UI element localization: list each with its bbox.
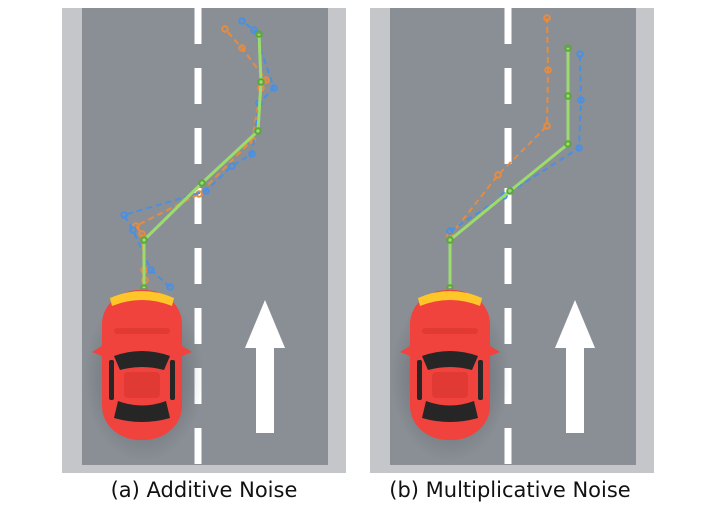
road-scene-multiplicative (370, 8, 654, 473)
caption-multiplicative-noise: (b) Multiplicative Noise (389, 478, 631, 502)
up-arrow-icon (555, 300, 595, 433)
trajectory-noise-orange (449, 17, 550, 237)
trajectory-noise-orange-points (446, 14, 552, 240)
trajectory-noise-orange (134, 28, 268, 281)
bottom-border (62, 465, 346, 473)
trajectory-ground-truth (142, 33, 263, 288)
right-shoulder (328, 8, 346, 473)
left-shoulder (370, 8, 390, 473)
panel-multiplicative-noise (370, 8, 654, 473)
up-arrow-icon (245, 300, 285, 433)
trajectory-noise-blue-points (120, 17, 278, 291)
red-car-icon (390, 290, 510, 462)
trajectory-noise-blue-points (446, 50, 585, 235)
caption-additive-noise: (a) Additive Noise (110, 478, 298, 502)
trajectory-ground-truth-points (140, 30, 265, 292)
trajectory-ground-truth (448, 48, 570, 288)
trajectory-noise-blue (122, 20, 276, 288)
left-shoulder (62, 8, 82, 473)
trajectory-ground-truth-points (446, 44, 572, 292)
trajectory-noise-blue (449, 53, 583, 232)
right-shoulder (636, 8, 654, 473)
road-scene-additive (62, 8, 346, 473)
red-car-icon (84, 290, 204, 462)
bottom-border (370, 465, 654, 473)
panel-additive-noise (62, 8, 346, 473)
